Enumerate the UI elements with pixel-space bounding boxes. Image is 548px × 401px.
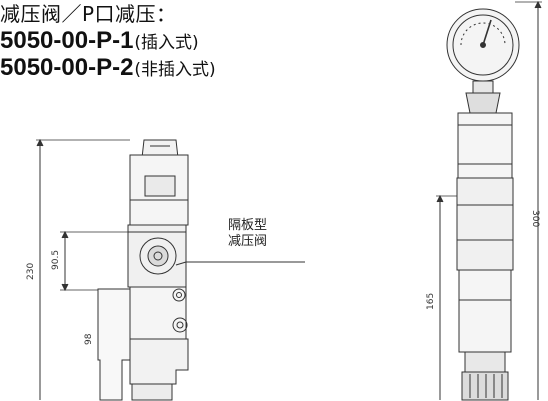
model-line-2: 5050-00-P-2 (非插入式) <box>0 54 216 81</box>
dim-left-total: 230 <box>26 263 36 280</box>
left-view <box>36 138 305 401</box>
callout-line-1: 隔板型 <box>228 218 268 233</box>
model-note-2: (非插入式) <box>134 60 216 80</box>
model-code-2: 5050-00-P-2 <box>0 54 134 81</box>
dim-left-lower: 98 <box>84 333 94 345</box>
title-block: 减压阀／P口减压： 5050-00-P-1 (插入式) 5050-00-P-2 … <box>0 2 216 81</box>
dim-left-upper: 90.5 <box>51 250 61 270</box>
diagram-heading: 减压阀／P口减压： <box>0 2 177 26</box>
right-view <box>436 0 542 401</box>
valve-callout: 隔板型 减压阀 <box>228 218 267 250</box>
model-code-1: 5050-00-P-1 <box>0 27 134 54</box>
callout-line-2: 减压阀 <box>228 234 268 249</box>
model-line-1: 5050-00-P-1 (插入式) <box>0 27 216 54</box>
dim-right-total: 300 <box>530 210 540 227</box>
model-note-1: (插入式) <box>134 33 199 53</box>
dim-right-lower: 165 <box>426 293 436 310</box>
